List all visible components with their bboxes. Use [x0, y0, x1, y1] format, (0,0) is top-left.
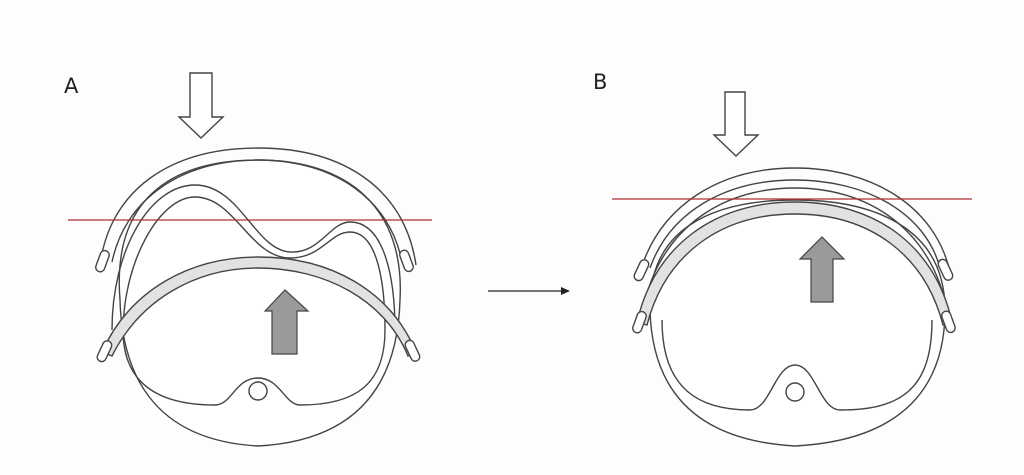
- bar-end-b-right: [941, 310, 956, 334]
- sternum-contour-b: [644, 187, 946, 301]
- bar-end-a-right: [404, 339, 421, 362]
- panel-label-a: A: [64, 74, 79, 98]
- up-arrow-a: [263, 289, 310, 355]
- bar-end-b-right-top: [937, 258, 954, 281]
- chest-wall-inner-a: [111, 159, 403, 263]
- spine-b: [785, 382, 805, 402]
- sternum-depression-outer-a: [111, 184, 396, 331]
- chest-wall-outer-b: [639, 167, 951, 273]
- bar-end-a-right-top: [399, 249, 414, 273]
- sternum-depression-inner-a: [122, 196, 386, 331]
- bar-end-a-left-top: [95, 249, 110, 273]
- transition-arrow: [488, 287, 570, 295]
- bar-end-a-left: [96, 340, 113, 363]
- up-arrow-b: [798, 236, 846, 303]
- cavity-outline-a: [122, 329, 386, 406]
- panel-b: [612, 91, 972, 447]
- spine-a: [248, 381, 268, 401]
- chest-wall-inner-b: [649, 179, 941, 269]
- down-arrow-a: [177, 72, 225, 139]
- panel-label-b: B: [593, 70, 608, 94]
- down-arrow-b: [712, 91, 760, 157]
- bar-end-b-left-top: [633, 259, 650, 282]
- chest-wall-outer-a: [99, 147, 417, 266]
- body-outline-a: [118, 159, 401, 447]
- bar-end-b-left: [632, 310, 647, 334]
- panel-a: [68, 72, 432, 447]
- cavity-outline-b: [661, 319, 933, 411]
